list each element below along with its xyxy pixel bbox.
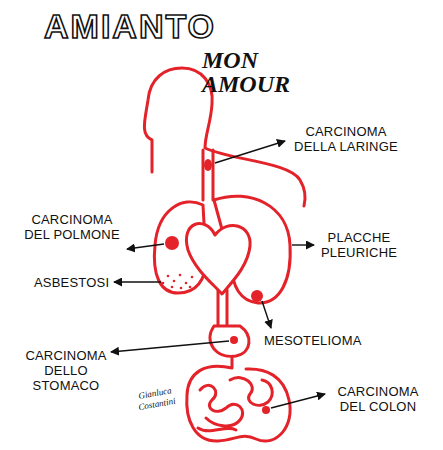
callout-label: PLACCHE PLEURICHE [318, 230, 400, 260]
callout-label: CARCINOMA DELLO STOMACO [24, 348, 108, 393]
callout-label: ASBESTOSI [34, 275, 109, 290]
callout-label: CARCINOMA DEL COLON [330, 384, 426, 414]
title: AMIANTO [44, 6, 216, 46]
callout-label: CARCINOMA DEL POLMONE [22, 212, 122, 242]
subtitle: MON AMOUR [202, 48, 302, 96]
signature: Gianluca Costantini [127, 383, 186, 414]
callout-label: MESOTELIOMA [264, 333, 362, 348]
callout-label: CARCINOMA DELLA LARINGE [290, 124, 402, 154]
